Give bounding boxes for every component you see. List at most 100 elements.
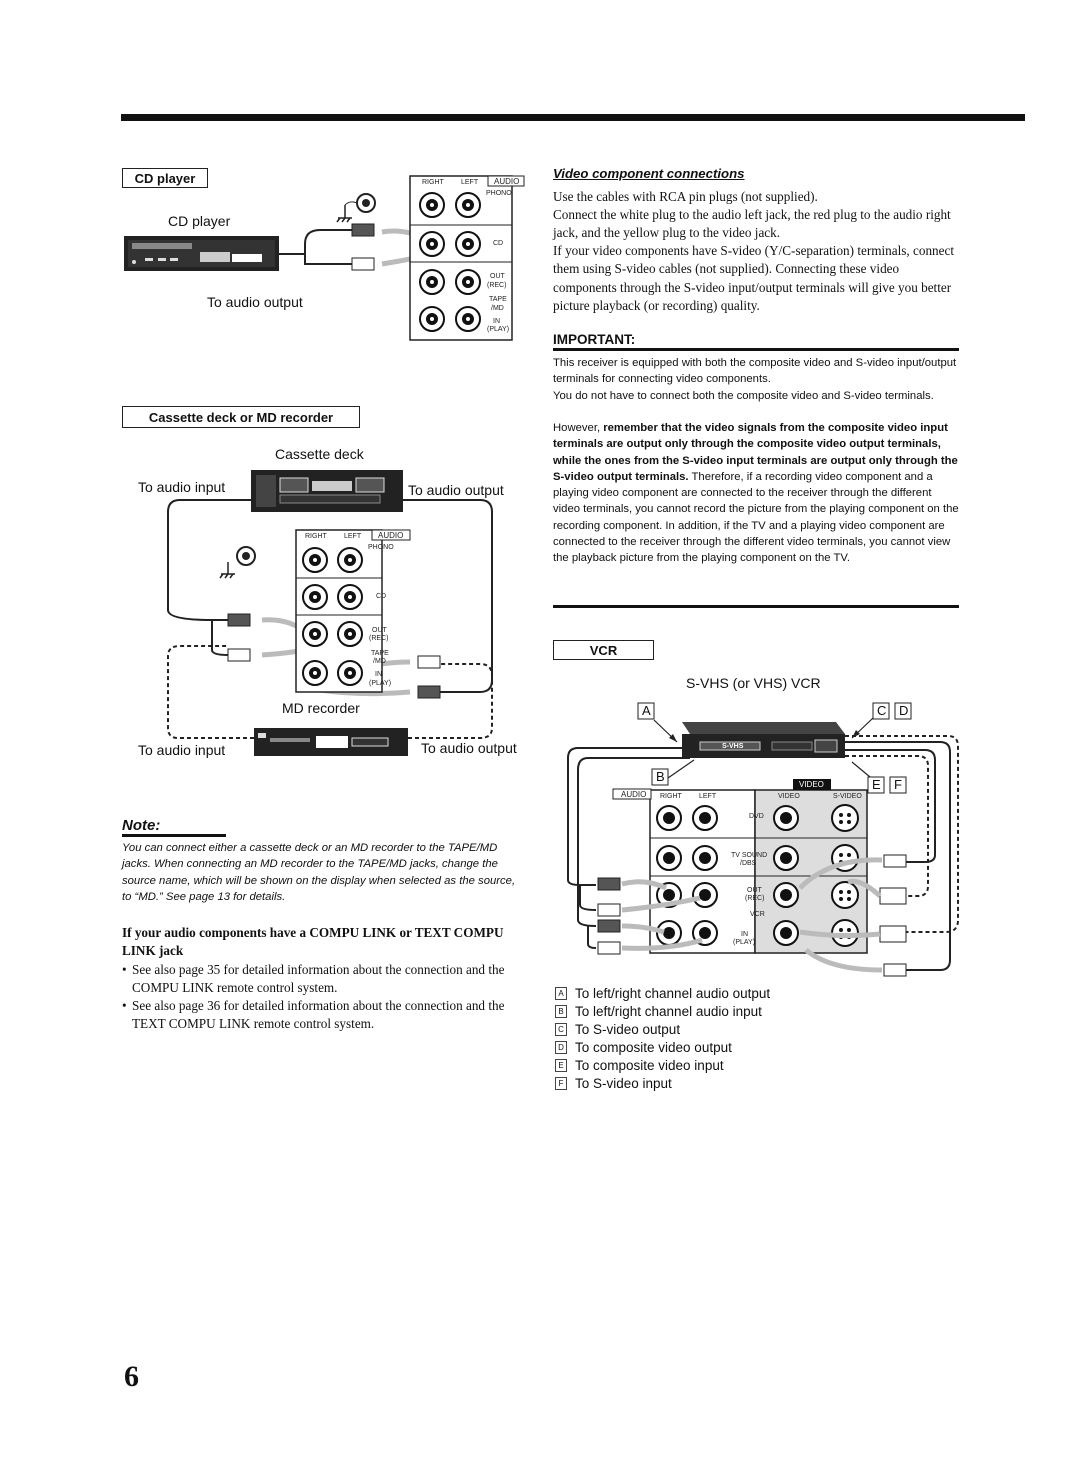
cd-panel-in: IN xyxy=(493,318,500,325)
tape-panel-right: RIGHT xyxy=(305,533,327,540)
cd-panel-left: LEFT xyxy=(461,179,479,186)
legend-key-f: F xyxy=(555,1077,567,1090)
cd-player-box-label: CD player xyxy=(122,168,208,188)
compu-link-bullet-2-text: See also page 36 for detailed informatio… xyxy=(132,998,505,1032)
cassette-audio-output-label: To audio output xyxy=(408,482,504,498)
cd-panel-play: (PLAY) xyxy=(487,326,510,333)
vcr-panel-right: RIGHT xyxy=(660,793,682,800)
page-number: 6 xyxy=(124,1360,139,1393)
vcr-box-label: VCR xyxy=(553,640,654,660)
vcr-panel-svideo: S-VIDEO xyxy=(833,793,862,800)
tape-panel-play: (PLAY) xyxy=(369,680,392,687)
important-heading: IMPORTANT: xyxy=(553,332,636,347)
vcr-panel-audio: AUDIO xyxy=(621,790,647,799)
vcr-letter-b: B xyxy=(656,769,665,784)
vcr-letter-d: D xyxy=(899,703,909,718)
compu-link-bullet-2: • See also page 36 for detailed informat… xyxy=(122,997,532,1034)
legend-key-c: C xyxy=(555,1023,567,1036)
tape-panel-rec: (REC) xyxy=(369,635,389,642)
legend-text-a: To left/right channel audio output xyxy=(575,986,771,1001)
legend-item-b: B To left/right channel audio input xyxy=(555,1004,762,1019)
legend-item-f: F To S-video input xyxy=(555,1076,672,1091)
cd-panel-tape: TAPE xyxy=(489,296,507,303)
important-p1: This receiver is equipped with both the … xyxy=(553,357,957,386)
important-bottom-rule xyxy=(553,605,959,608)
video-para-1: Use the cables with RCA pin plugs (not s… xyxy=(553,189,818,204)
vcr-panel-left: LEFT xyxy=(699,793,717,800)
important-p3-lead: However, xyxy=(553,422,604,434)
vcr-panel-in: IN xyxy=(741,931,748,938)
important-top-rule xyxy=(553,348,959,351)
legend-text-f: To S-video input xyxy=(575,1076,672,1091)
legend-key-b: B xyxy=(555,1005,567,1018)
vcr-letter-e: E xyxy=(872,777,881,792)
md-recorder-device xyxy=(254,728,408,756)
legend-key-d: D xyxy=(555,1041,567,1054)
vcr-device xyxy=(682,722,845,758)
cd-panel-audio: AUDIO xyxy=(494,177,520,186)
tape-panel-phono: PHONO xyxy=(368,544,394,551)
tape-panel-cd: CD xyxy=(376,593,387,600)
cassette-deck-device xyxy=(251,470,403,512)
vcr-panel-play: (PLAY) xyxy=(733,939,756,946)
note-heading: Note: xyxy=(122,817,161,834)
tape-panel-audio: AUDIO xyxy=(378,531,404,540)
legend-item-d: D To composite video output xyxy=(555,1040,732,1055)
vcr-panel-out: OUT xyxy=(747,887,762,894)
cd-panel-right: RIGHT xyxy=(422,179,444,186)
legend-key-e: E xyxy=(555,1059,567,1072)
tape-panel-out: OUT xyxy=(372,627,387,634)
compu-link-bullet-1-text: See also page 35 for detailed informatio… xyxy=(132,962,505,996)
vcr-badge: S-VHS xyxy=(722,743,744,750)
tape-panel-tape: TAPE xyxy=(371,650,389,657)
cd-panel-cd: CD xyxy=(493,240,504,247)
cassette-audio-input-label: To audio input xyxy=(138,479,226,495)
important-p3: However, remember that the video signals… xyxy=(553,420,959,567)
md-recorder-label: MD recorder xyxy=(282,700,360,716)
cd-player-device xyxy=(124,236,279,271)
cassette-md-box-label: Cassette deck or MD recorder xyxy=(122,406,360,428)
note-text: You can connect either a cassette deck o… xyxy=(122,842,516,904)
note-underline xyxy=(122,834,226,837)
vcr-panel-rec: (REC) xyxy=(745,895,765,902)
legend-item-c: C To S-video output xyxy=(555,1022,680,1037)
tape-panel-in: IN xyxy=(375,671,382,678)
compu-link-bullet-1: • See also page 35 for detailed informat… xyxy=(122,961,532,998)
vcr-panel-video-col: VIDEO xyxy=(778,793,800,800)
legend-item-e: E To composite video input xyxy=(555,1058,724,1073)
cd-audio-output-label: To audio output xyxy=(207,294,303,310)
cd-panel-out: OUT xyxy=(490,273,505,280)
legend-text-e: To composite video input xyxy=(575,1058,724,1073)
legend-text-d: To composite video output xyxy=(575,1040,732,1055)
tape-panel-left: LEFT xyxy=(344,533,362,540)
video-para-3: If your video components have S-video (Y… xyxy=(553,243,955,313)
video-section-heading: Video component connections xyxy=(553,166,745,181)
vcr-device-label: S-VHS (or VHS) VCR xyxy=(686,675,821,691)
legend-key-a: A xyxy=(555,987,567,1000)
vcr-panel-dbs: /DBS xyxy=(740,860,757,867)
compu-link-heading: If your audio components have a COMPU LI… xyxy=(122,925,504,958)
vcr-panel-tvsound: TV SOUND xyxy=(731,852,768,859)
legend-item-a: A To left/right channel audio output xyxy=(555,986,770,1001)
important-p2: You do not have to connect both the comp… xyxy=(553,390,934,402)
cd-panel-md: /MD xyxy=(491,305,504,312)
cd-panel-phono: PHONO xyxy=(486,190,512,197)
vcr-panel-video: VIDEO xyxy=(799,780,824,789)
important-p3-rest: Therefore, if a recording video componen… xyxy=(553,470,959,565)
important-p3-bold: remember that the video signals from the… xyxy=(553,422,958,483)
vcr-panel-dvd: DVD xyxy=(749,813,764,820)
vcr-letter-a: A xyxy=(642,703,651,718)
md-audio-output-label: To audio output xyxy=(421,740,517,756)
legend-text-c: To S-video output xyxy=(575,1022,681,1037)
legend-text-b: To left/right channel audio input xyxy=(575,1004,762,1019)
cd-player-device-label: CD player xyxy=(168,213,231,229)
md-audio-input-label: To audio input xyxy=(138,742,226,758)
vcr-panel-vcr: VCR xyxy=(750,911,765,918)
top-rule xyxy=(121,114,1025,121)
vcr-letter-c: C xyxy=(877,703,887,718)
tape-panel-md: /MD xyxy=(373,658,386,665)
video-para-2: Connect the white plug to the audio left… xyxy=(553,207,951,241)
